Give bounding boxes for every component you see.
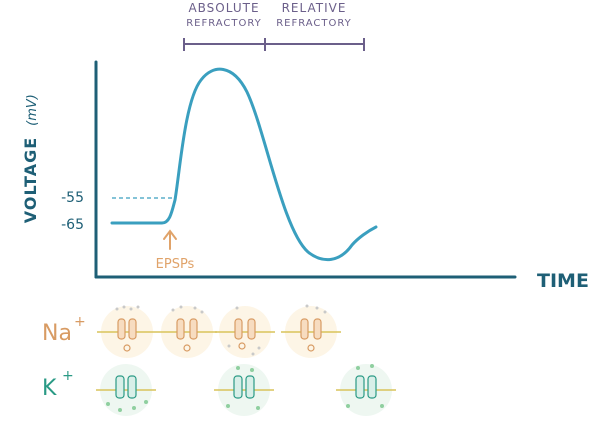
- absolute-refractory-label-2: REFRACTORY: [186, 18, 262, 29]
- sodium-channel-3: [215, 306, 275, 358]
- resting-tick-label: -65: [61, 217, 84, 233]
- refractory-brackets: [183, 38, 365, 51]
- potassium-channel-1: [96, 364, 156, 416]
- relative-refractory-label-2: REFRACTORY: [276, 18, 352, 29]
- action-potential-trace: [110, 67, 378, 262]
- sodium-channel-1: [97, 305, 157, 358]
- potassium-label: K +: [42, 368, 74, 401]
- x-axis-label: TIME: [537, 270, 589, 292]
- potassium-channel-3: [336, 364, 396, 416]
- y-axis-label-main: VOLTAGE: [21, 137, 40, 223]
- sodium-channel-row: [97, 304, 341, 358]
- sodium-label: Na +: [42, 314, 86, 346]
- sodium-symbol: Na: [42, 321, 72, 346]
- epsps-arrow: [163, 229, 177, 250]
- sodium-channel-4: [281, 304, 341, 358]
- relative-refractory-label-1: RELATIVE: [282, 1, 347, 15]
- y-axis-label-unit: (mV): [25, 94, 40, 126]
- y-axis-label: VOLTAGE (mV): [21, 94, 40, 223]
- potassium-channel-2: [214, 364, 274, 416]
- sodium-charge: +: [74, 314, 86, 330]
- axes: [94, 60, 517, 279]
- potassium-symbol: K: [42, 376, 57, 401]
- absolute-refractory-label-1: ABSOLUTE: [188, 1, 259, 15]
- potassium-channel-row: [96, 364, 396, 416]
- potassium-charge: +: [62, 368, 74, 384]
- epsps-label: EPSPs: [156, 257, 195, 272]
- threshold-tick-label: -55: [61, 190, 84, 206]
- sodium-channel-2: [157, 305, 217, 358]
